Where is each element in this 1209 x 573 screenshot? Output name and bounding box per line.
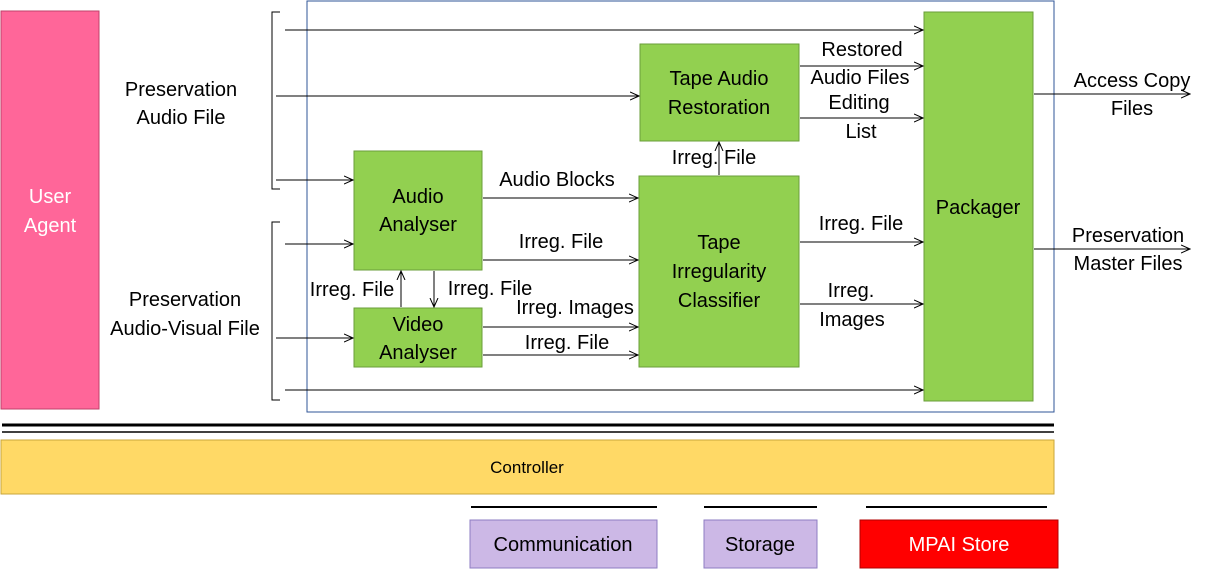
video-analyser: Video Analyser	[353, 307, 483, 368]
audio-file-bracket	[271, 11, 280, 190]
communication-label: Communication	[494, 534, 633, 556]
video-analyser-label-2: Analyser	[379, 342, 457, 364]
user-agent-label-1: User	[29, 186, 72, 208]
audio-analyser-label-2: Analyser	[379, 214, 457, 236]
packager: Packager	[923, 11, 1034, 402]
av-file-bracket	[271, 221, 280, 401]
irreg-file-tic-tar-label: Irreg. File	[672, 147, 756, 169]
video-analyser-box	[353, 307, 483, 368]
irreg-images-tic-pkg-label-1: Irreg.	[828, 280, 875, 302]
storage-label: Storage	[725, 534, 795, 556]
preservation-av-file-label-1: Preservation	[129, 289, 241, 311]
preservation-audio-file-label-2: Audio File	[137, 107, 226, 129]
irreg-file-va-tic-label: Irreg. File	[525, 332, 609, 354]
tape-audio-restoration: Tape Audio Restoration	[639, 43, 800, 142]
tape-audio-restoration-label-2: Restoration	[668, 97, 770, 119]
editing-list-label-2: List	[845, 121, 877, 143]
communication-box	[469, 519, 658, 569]
audio-analyser-box	[353, 150, 483, 271]
irreg-images-va-tic-label: Irreg. Images	[516, 297, 634, 319]
access-copy-label-1: Access Copy	[1074, 70, 1191, 92]
preservation-master-label-2: Master Files	[1074, 253, 1183, 275]
mpai-store-box	[859, 519, 1059, 569]
packager-box	[923, 11, 1034, 402]
irreg-file-va-aa-label: Irreg. File	[310, 279, 394, 301]
tape-irregularity-classifier-box	[638, 175, 800, 368]
irreg-images-tic-pkg-label-2: Images	[819, 309, 885, 331]
irreg-file-tic-pkg-label: Irreg. File	[819, 213, 903, 235]
preservation-master-label-1: Preservation	[1072, 225, 1184, 247]
packager-label: Packager	[936, 197, 1021, 219]
preservation-av-file-label-2: Audio-Visual File	[110, 318, 260, 340]
workflow-border	[306, 0, 1055, 413]
audio-analyser: Audio Analyser	[353, 150, 483, 271]
storage-box	[703, 519, 818, 569]
preservation-audio-file-label-1: Preservation	[125, 79, 237, 101]
irreg-file-aa-va-label: Irreg. File	[448, 278, 532, 300]
access-copy-label-2: Files	[1111, 98, 1153, 120]
video-analyser-label-1: Video	[393, 314, 444, 336]
controller-label: Controller	[490, 458, 564, 477]
tic-label-3: Classifier	[678, 290, 761, 312]
audio-analyser-label-1: Audio	[392, 186, 443, 208]
mpai-store-label: MPAI Store	[909, 534, 1010, 556]
user-agent-box	[0, 10, 100, 410]
restored-audio-files-label-1: Restored	[821, 39, 902, 61]
audio-blocks-label: Audio Blocks	[499, 169, 615, 191]
tape-irregularity-classifier: Tape Irregularity Classifier	[638, 175, 800, 368]
tape-audio-restoration-box	[639, 43, 800, 142]
restored-audio-files-label-2: Audio Files	[811, 67, 910, 89]
controller-box	[0, 439, 1055, 495]
user-agent-label-2: Agent	[24, 215, 77, 237]
editing-list-label-1: Editing	[828, 92, 889, 114]
tic-label-2: Irregularity	[672, 261, 766, 283]
irreg-file-aa-tic-label: Irreg. File	[519, 231, 603, 253]
tic-label-1: Tape	[697, 232, 740, 254]
tape-audio-restoration-label-1: Tape Audio	[670, 68, 769, 90]
